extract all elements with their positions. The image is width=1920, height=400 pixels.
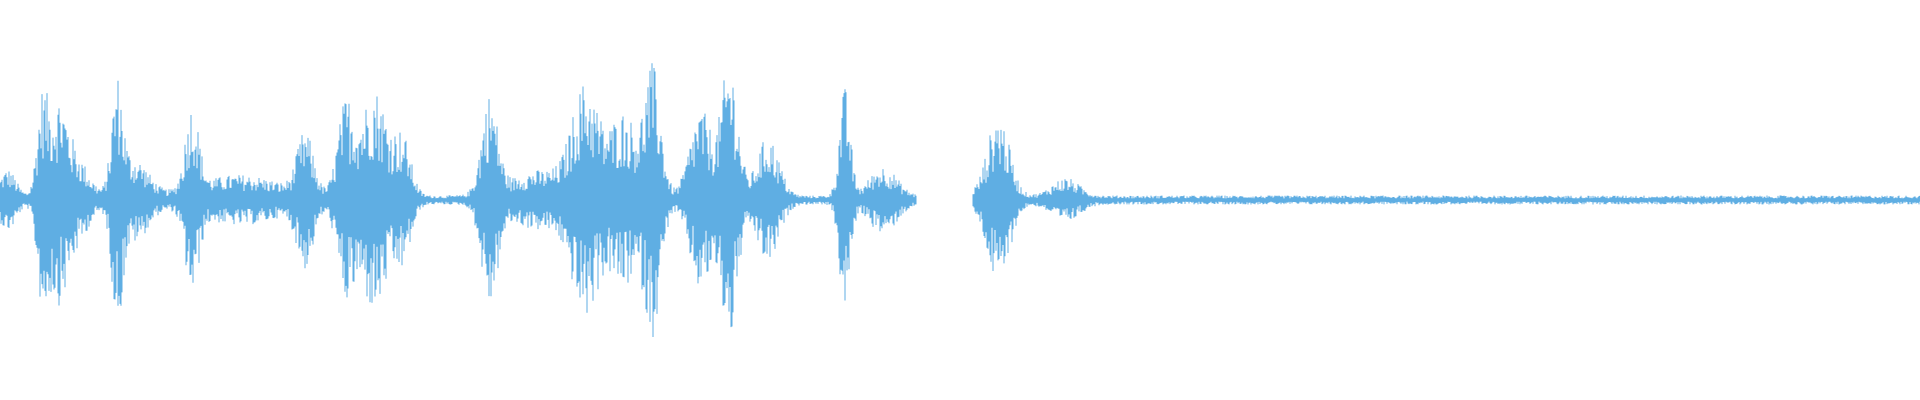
waveform-clip-2: [972, 129, 1920, 271]
waveform-clip-1: [0, 63, 917, 337]
